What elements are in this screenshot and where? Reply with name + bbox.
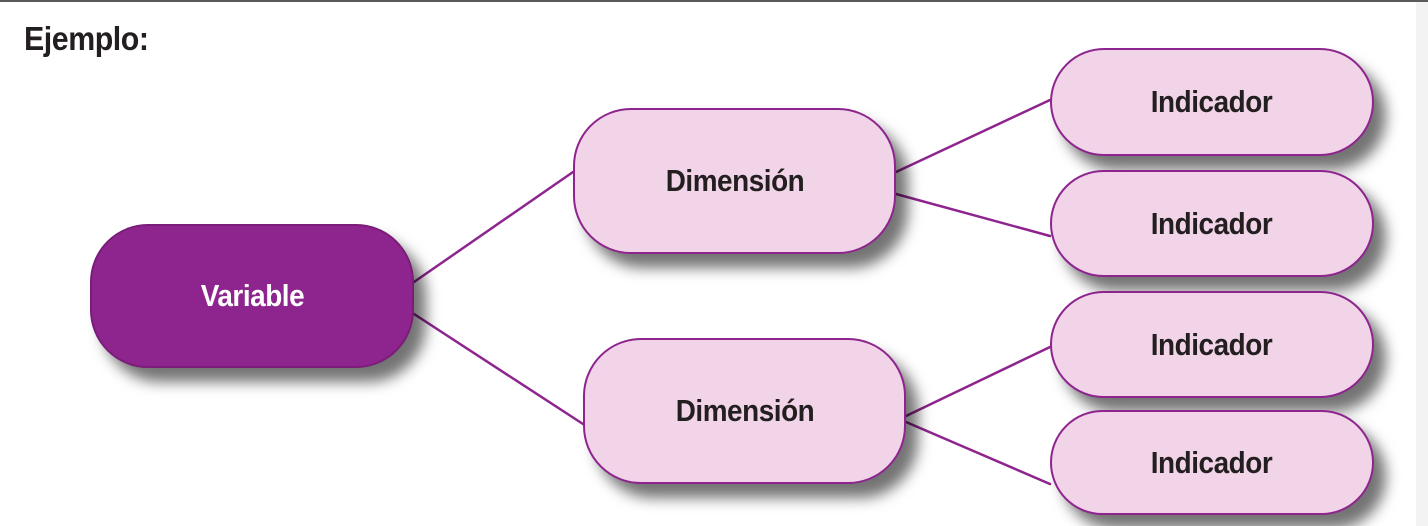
dimension-label: Dimensión bbox=[675, 393, 814, 428]
indicator-node-1: Indicador bbox=[1050, 48, 1374, 156]
connector-dimension-1-indicator-2 bbox=[894, 192, 1052, 238]
indicator-node-4: Indicador bbox=[1050, 410, 1374, 515]
dimension-label: Dimensión bbox=[665, 163, 804, 198]
indicator-node-3: Indicador bbox=[1050, 291, 1374, 398]
connector-variable-dimension-2 bbox=[412, 312, 585, 426]
indicator-label: Indicador bbox=[1151, 205, 1273, 241]
indicator-label: Indicador bbox=[1151, 326, 1273, 362]
page-title: Ejemplo: bbox=[24, 20, 149, 57]
connector-dimension-1-indicator-1 bbox=[894, 98, 1052, 174]
right-edge-strip bbox=[1416, 2, 1428, 526]
dimension-node-1: Dimensión bbox=[573, 108, 896, 254]
variable-label: Variable bbox=[200, 278, 304, 313]
connector-dimension-2-indicator-1 bbox=[904, 345, 1052, 418]
indicator-label: Indicador bbox=[1151, 444, 1273, 480]
connector-dimension-2-indicator-2 bbox=[904, 420, 1052, 486]
connector-variable-dimension-1 bbox=[412, 170, 575, 284]
indicator-label: Indicador bbox=[1151, 84, 1273, 119]
variable-node: Variable bbox=[90, 224, 414, 368]
indicator-node-2: Indicador bbox=[1050, 170, 1374, 277]
dimension-node-2: Dimensión bbox=[583, 338, 906, 484]
